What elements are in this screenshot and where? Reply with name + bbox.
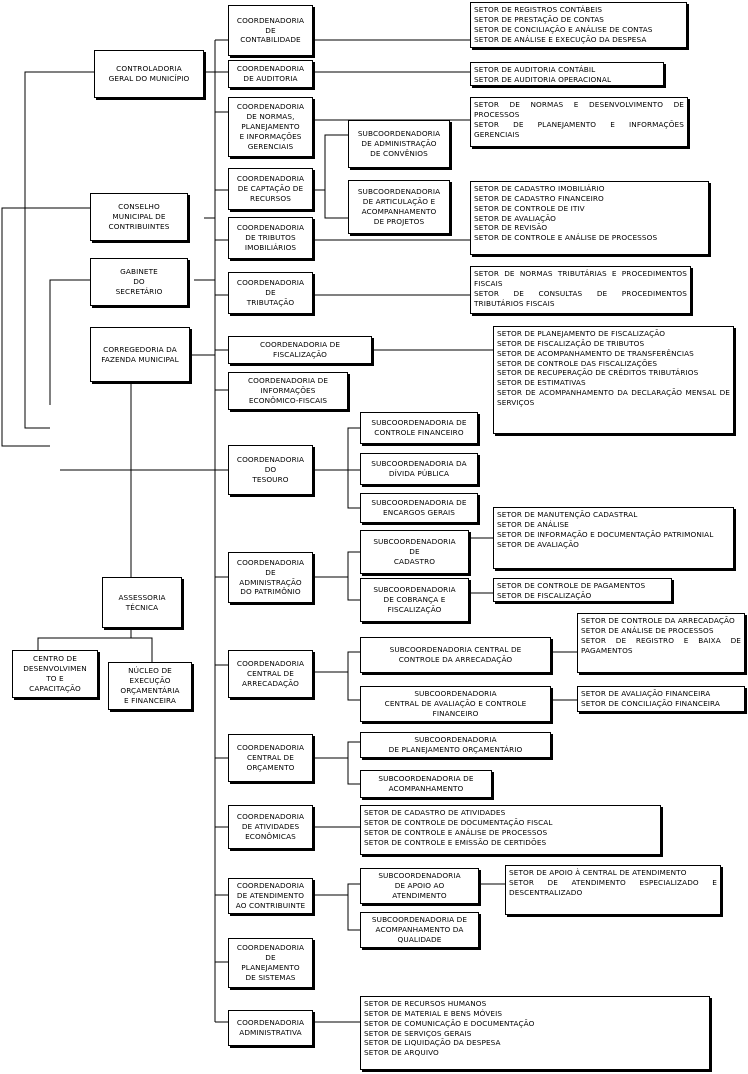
setores-contabilidade-text: Setor de Registros Contábeis Setor de Pr… xyxy=(474,5,653,44)
gabinete-box: Gabinete do Secretário xyxy=(90,258,188,306)
coord-administrativa: Coordenadoria Administrativa xyxy=(228,1010,313,1046)
sub-encargos-gerais-label: Subcoordenadoria de Encargos Gerais xyxy=(371,498,467,517)
coord-planejamento-sistemas: Coordenadoria de Planejamento de Sistema… xyxy=(228,938,313,988)
coord-arrecadacao: Coordenadoria Central de Arrecadação xyxy=(228,650,313,698)
coord-arrecadacao-label: Coordenadoria Central de Arrecadação xyxy=(236,659,305,688)
coord-informacoes: Coordenadoria de Informações Econômico-F… xyxy=(228,372,348,410)
coord-atendimento: Coordenadoria de Atendimento ao Contribu… xyxy=(228,878,313,914)
setores-auditoria: Setor de Auditoria Contábil Setor de Aud… xyxy=(470,62,664,86)
coord-contabilidade-label: Coordenadoria de Contabilidade xyxy=(236,15,305,45)
sub-qualidade: Subcoordenadoria de Acompanhamento da Qu… xyxy=(360,912,479,948)
controladoria-label: Controladoria Geral do Município xyxy=(108,64,190,83)
setores-avaliacao-text: Setor de Avaliação Financeira Setor de C… xyxy=(581,689,721,708)
sub-acompanhamento: Subcoordenadoria de Acompanhamento xyxy=(360,770,492,798)
sub-controle-arrecadacao: Subcoordenadoria Central de Controle da … xyxy=(360,637,551,673)
coord-captacao-label: Coordenadoria de Captação de Recursos xyxy=(236,174,305,203)
centro-desenvolvimento-box: Centro de Desenvolvimen to e Capacitação xyxy=(12,650,98,698)
sub-divida-publica-label: Subcoordenadoria da Dívida Pública xyxy=(371,459,467,478)
setores-cobranca-text: Setor de Controle de Pagamentos Setor de… xyxy=(497,581,646,600)
setores-tributacao-text: Setor de Normas Tributárias e Procedimen… xyxy=(474,269,687,308)
sub-planejamento-orcamentario-label: Subcoordenadoria de Planejamento Orçamen… xyxy=(388,735,523,754)
controladoria-box: Controladoria Geral do Município xyxy=(94,50,204,98)
sub-convenios: Subcoordenadoria de Administração de Con… xyxy=(348,120,450,168)
coord-patrimonio-label: Coordenadoria de Administração do Patrim… xyxy=(236,557,305,597)
setores-fiscalizacao-text: Setor de Planejamento de Fiscalização Se… xyxy=(497,329,730,407)
sub-articulacao: Subcoordenadoria de Articulação e Acompa… xyxy=(348,180,450,234)
coord-tesouro: Coordenadoria do Tesouro xyxy=(228,445,313,495)
conselho-box: Conselho Municipal de Contribuintes xyxy=(90,193,188,241)
coord-atividades-label: Coordenadoria de Atividades Econômicas xyxy=(236,812,305,841)
coord-normas: Coordenadoria de Normas, Planejamento e … xyxy=(228,97,313,157)
sub-cobranca-label: Subcoordenadoria de Cobrança e Fiscaliza… xyxy=(373,585,456,614)
sub-acompanhamento-label: Subcoordenadoria de Acompanhamento xyxy=(378,774,474,793)
setores-apoio: Setor de Apoio à Central de Atendimento … xyxy=(505,865,721,915)
coord-normas-label: Coordenadoria de Normas, Planejamento e … xyxy=(236,102,305,151)
setores-normas-text: Setor de Normas e Desenvolvimento de Pro… xyxy=(474,100,684,139)
coord-auditoria-label: Coordenadoria de Auditoria xyxy=(236,64,305,83)
coord-orcamento: Coordenadoria Central de Orçamento xyxy=(228,734,313,782)
gabinete-label: Gabinete do Secretário xyxy=(115,267,163,296)
setores-atividades-text: Setor de Cadastro de Atividades Setor de… xyxy=(364,808,553,847)
setores-fiscalizacao: Setor de Planejamento de Fiscalização Se… xyxy=(493,326,734,434)
setores-normas: Setor de Normas e Desenvolvimento de Pro… xyxy=(470,97,688,147)
coord-tributacao: Coordenadoria de Tributação xyxy=(228,272,313,314)
sub-cadastro-label: Subcoordenadoria de Cadastro xyxy=(373,537,456,566)
sub-avaliacao-financeira-label: Subcoordenadoria Central de Avaliação e … xyxy=(384,689,527,718)
conselho-label: Conselho Municipal de Contribuintes xyxy=(108,202,170,231)
coord-informacoes-label: Coordenadoria de Informações Econômico-F… xyxy=(247,376,329,405)
coord-tributos-imobiliarios: Coordenadoria de Tributos Imobiliários xyxy=(228,217,313,259)
coord-orcamento-label: Coordenadoria Central de Orçamento xyxy=(236,743,305,772)
coord-atividades: Coordenadoria de Atividades Econômicas xyxy=(228,805,313,849)
sub-articulacao-label: Subcoordenadoria de Articulação e Acompa… xyxy=(357,187,441,226)
nucleo-label: Núcleo de Execução Orçamentária e Financ… xyxy=(120,666,180,705)
setores-cobranca: Setor de Controle de Pagamentos Setor de… xyxy=(493,578,672,602)
coord-planejamento-sistemas-label: Coordenadoria de Planejamento de Sistema… xyxy=(236,943,305,982)
sub-cadastro: Subcoordenadoria de Cadastro xyxy=(360,530,469,574)
coord-administrativa-label: Coordenadoria Administrativa xyxy=(236,1018,305,1037)
setores-cadastro-text: Setor de Manutenção Cadastral Setor de A… xyxy=(497,510,714,549)
setores-arrecadacao: Setor de Controle da Arrecadação Setor d… xyxy=(577,613,745,673)
coord-patrimonio: Coordenadoria de Administração do Patrim… xyxy=(228,552,313,603)
corregedoria-box: Corregedoria da Fazenda Municipal xyxy=(90,327,190,382)
setores-tributacao: Setor de Normas Tributárias e Procedimen… xyxy=(470,266,691,314)
setores-administrativa-text: Setor de Recursos Humanos Setor de Mater… xyxy=(364,999,535,1058)
setores-administrativa: Setor de Recursos Humanos Setor de Mater… xyxy=(360,996,710,1070)
sub-cobranca: Subcoordenadoria de Cobrança e Fiscaliza… xyxy=(360,578,469,622)
sub-apoio-atendimento-label: Subcoordenadoria de Apoio ao Atendimento xyxy=(378,871,461,900)
sub-planejamento-orcamentario: Subcoordenadoria de Planejamento Orçamen… xyxy=(360,732,551,758)
setores-apoio-text: Setor de Apoio à Central de Atendimento … xyxy=(509,868,717,897)
coord-tesouro-label: Coordenadoria do Tesouro xyxy=(236,455,305,484)
coord-tributos-imobiliarios-label: Coordenadoria de Tributos Imobiliários xyxy=(236,223,305,252)
coord-fiscalizacao: Coordenadoria de Fiscalização xyxy=(228,336,372,364)
sub-apoio-atendimento: Subcoordenadoria de Apoio ao Atendimento xyxy=(360,868,479,904)
coord-atendimento-label: Coordenadoria de Atendimento ao Contribu… xyxy=(235,881,306,910)
sub-avaliacao-financeira: Subcoordenadoria Central de Avaliação e … xyxy=(360,686,551,722)
setores-contabilidade: Setor de Registros Contábeis Setor de Pr… xyxy=(470,2,687,48)
coord-fiscalizacao-label: Coordenadoria de Fiscalização xyxy=(259,340,341,359)
assessoria-label: Assessoria Técnica xyxy=(118,592,166,612)
sub-divida-publica: Subcoordenadoria da Dívida Pública xyxy=(360,453,478,485)
coord-tributacao-label: Coordenadoria de Tributação xyxy=(236,278,305,307)
corregedoria-label: Corregedoria da Fazenda Municipal xyxy=(101,344,179,364)
setores-cadastro: Setor de Manutenção Cadastral Setor de A… xyxy=(493,507,734,569)
sub-qualidade-label: Subcoordenadoria de Acompanhamento da Qu… xyxy=(371,915,468,944)
assessoria-box: Assessoria Técnica xyxy=(102,577,182,628)
sub-controle-arrecadacao-label: Subcoordenadoria Central de Controle da … xyxy=(389,645,522,664)
sub-encargos-gerais: Subcoordenadoria de Encargos Gerais xyxy=(360,493,478,523)
setores-auditoria-text: Setor de Auditoria Contábil Setor de Aud… xyxy=(474,65,612,84)
coord-captacao: Coordenadoria de Captação de Recursos xyxy=(228,168,313,210)
centro-desenvolvimento-label: Centro de Desenvolvimen to e Capacitação xyxy=(23,654,87,693)
coord-contabilidade: Coordenadoria de Contabilidade xyxy=(228,5,313,56)
setores-tributos-imobiliarios: Setor de Cadastro Imobiliário Setor de C… xyxy=(470,181,709,255)
coord-auditoria: Coordenadoria de Auditoria xyxy=(228,60,313,88)
setores-tributos-imobiliarios-text: Setor de Cadastro Imobiliário Setor de C… xyxy=(474,184,658,243)
setores-avaliacao: Setor de Avaliação Financeira Setor de C… xyxy=(577,686,745,712)
setores-arrecadacao-text: Setor de Controle da Arrecadação Setor d… xyxy=(581,616,741,655)
sub-controle-financeiro-label: Subcoordenadoria de Controle Financeiro xyxy=(371,418,467,437)
setores-atividades: Setor de Cadastro de Atividades Setor de… xyxy=(360,805,661,855)
sub-controle-financeiro: Subcoordenadoria de Controle Financeiro xyxy=(360,412,478,444)
sub-convenios-label: Subcoordenadoria de Administração de Con… xyxy=(357,129,441,158)
nucleo-box: Núcleo de Execução Orçamentária e Financ… xyxy=(108,662,192,710)
